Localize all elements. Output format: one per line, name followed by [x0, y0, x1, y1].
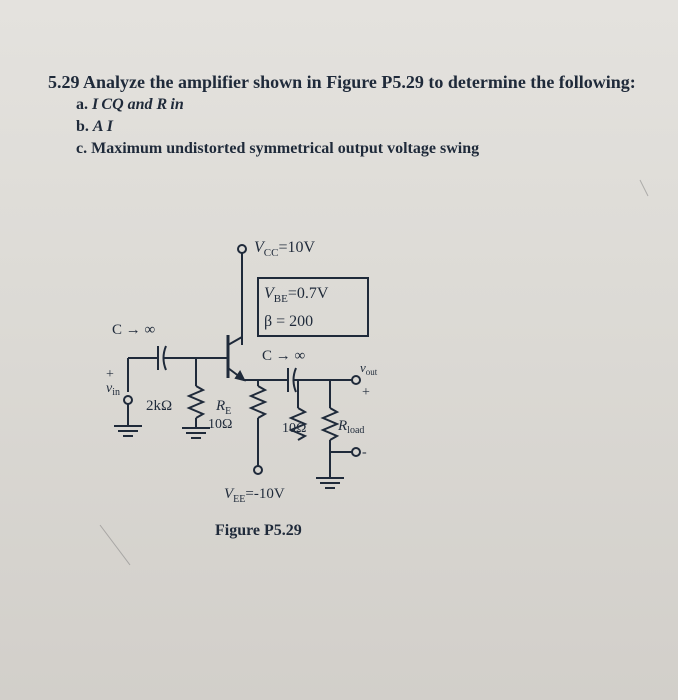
rc-resistor: [288, 407, 308, 441]
rbias-resistor: [186, 385, 206, 419]
emitter-arrow-icon: [234, 370, 246, 382]
vout-minus: -: [362, 445, 367, 460]
item-c: c. Maximum undistorted symmetrical outpu…: [48, 138, 668, 160]
vee-terminal: [253, 465, 263, 475]
vbe-label: VBE=0.7V: [264, 285, 329, 305]
vin-terminal: [123, 395, 133, 405]
figure-caption: Figure P5.29: [215, 522, 302, 539]
vee-label: VEE=-10V: [224, 486, 285, 505]
rload-resistor: [320, 407, 340, 441]
circuit-wires: [114, 244, 369, 489]
vout-plus: +: [362, 385, 370, 400]
vout-terminal: [351, 375, 361, 385]
vcc-terminal: [237, 244, 247, 254]
cin-label: C → ∞: [112, 322, 155, 338]
parameter-box: [257, 277, 369, 337]
rbias-label: 2kΩ: [146, 398, 172, 414]
rload-label: Rload: [337, 418, 364, 436]
beta-label: β = 200: [264, 313, 313, 330]
re-label: RE: [215, 398, 231, 417]
item-c-label: c.: [76, 140, 88, 157]
stray-line-1: [99, 524, 131, 566]
item-c-text: Maximum undistorted symmetrical output v…: [91, 140, 480, 157]
vcc-label: VCC=10V: [254, 239, 315, 259]
item-b-label: b.: [76, 118, 89, 135]
problem-statement-text: Analyze the amplifier shown in Figure P5…: [83, 72, 636, 92]
cout-label: C → ∞: [262, 348, 305, 364]
stray-line-2: [639, 179, 649, 197]
item-a-label: a.: [76, 96, 88, 113]
re-value: 10Ω: [208, 417, 232, 432]
vin-plus: +: [106, 367, 114, 382]
re-resistor: [248, 385, 268, 419]
problem-number: 5.29: [48, 72, 80, 92]
vout-label: vout: [360, 360, 378, 377]
problem-text: 5.29 Analyze the amplifier shown in Figu…: [48, 70, 668, 160]
item-a-text: I CQ and R in: [92, 96, 184, 113]
vout-minus-terminal: [351, 447, 361, 457]
vin-label: vin: [106, 381, 120, 398]
item-a: a. I CQ and R in: [48, 94, 668, 116]
problem-statement: 5.29 Analyze the amplifier shown in Figu…: [48, 70, 668, 94]
item-b-text: A I: [92, 118, 114, 135]
item-b: b. A I: [48, 116, 668, 138]
rc-label: 10Ω: [282, 421, 306, 436]
stray-marks: [99, 179, 649, 566]
transistor-collector: [227, 336, 243, 346]
